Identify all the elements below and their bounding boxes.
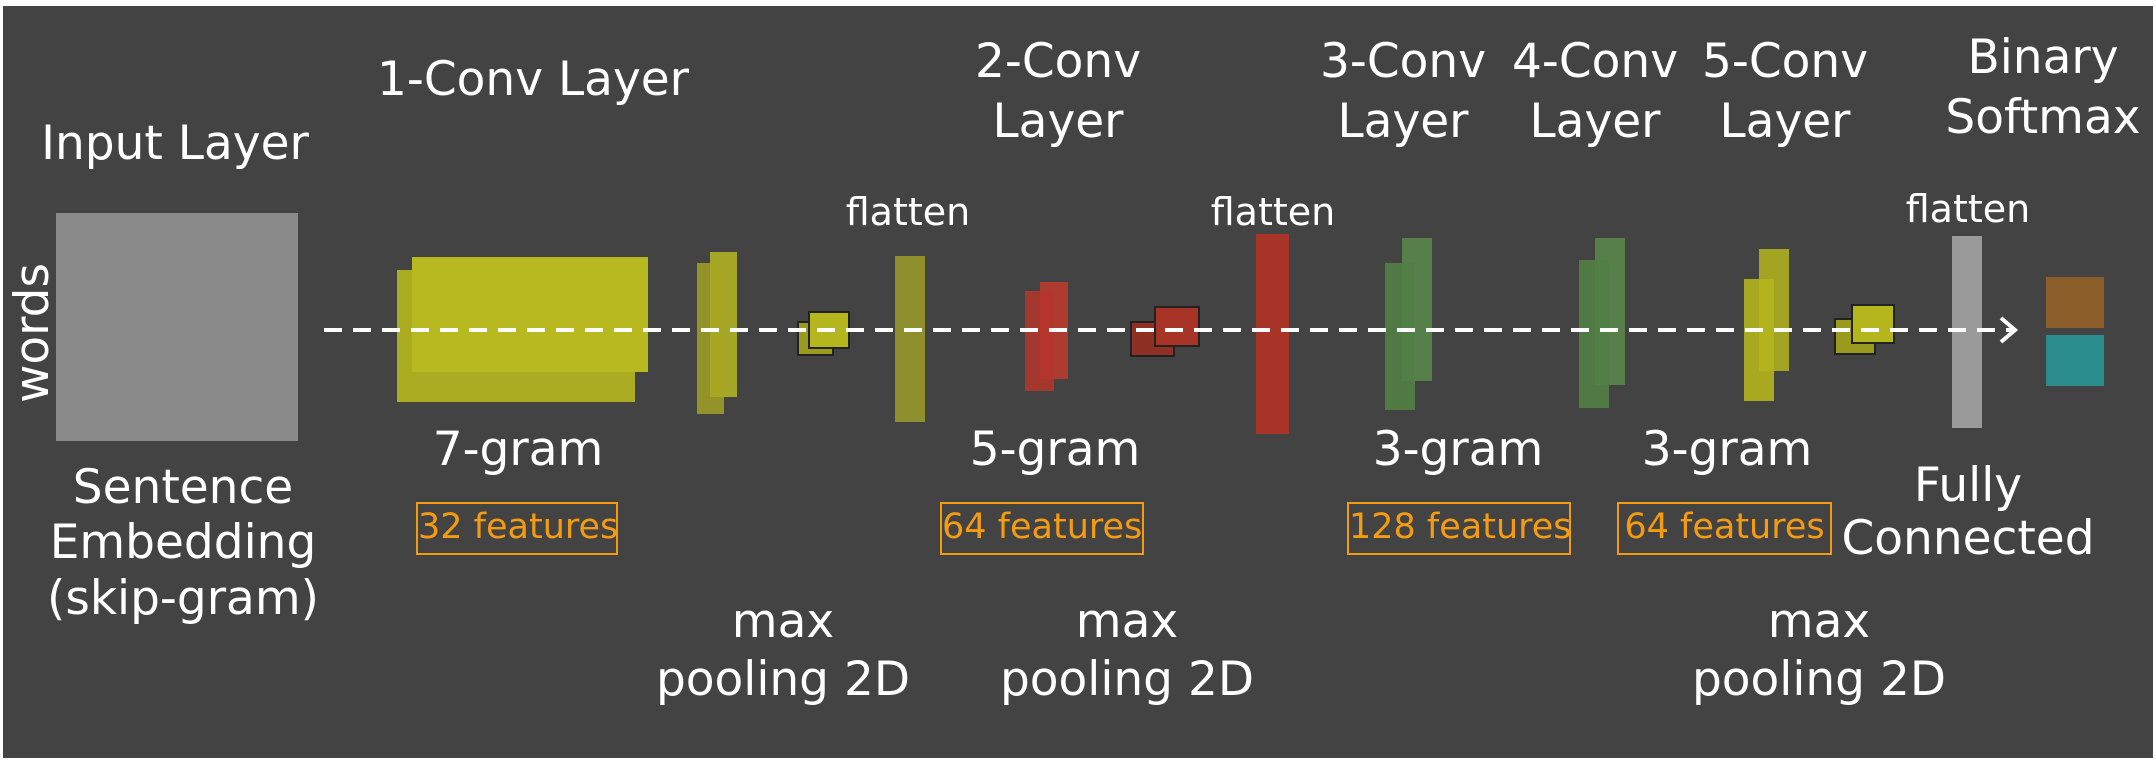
conv2-label-line2: Layer <box>992 93 1124 149</box>
sentence-embedding-line3: (skip-gram) <box>47 570 319 626</box>
softmax-output-1 <box>2046 277 2104 328</box>
softmax-output-2 <box>2046 335 2104 386</box>
input-embedding-block <box>56 213 298 441</box>
softmax-label-line2: Softmax <box>1945 89 2141 145</box>
conv5-label-line2: Layer <box>1719 93 1851 149</box>
gram3a-label: 3-gram <box>1372 422 1544 477</box>
sentence-embedding-line1: Sentence <box>72 460 294 515</box>
pool2-label: max pooling 2D <box>977 593 1277 709</box>
conv1-block-front <box>397 270 635 402</box>
conv5-bar-front <box>1744 279 1774 401</box>
conv2-label: 2-Conv Layer <box>933 32 1183 151</box>
conv3-label-line2: Layer <box>1337 93 1469 149</box>
pool1-label-line1: max <box>731 594 835 649</box>
pool3-label: max pooling 2D <box>1669 593 1969 709</box>
pool3-label-line1: max <box>1767 594 1871 649</box>
fully-connected-label: Fully Connected <box>1838 459 2098 565</box>
flatten2-label: flatten <box>1210 190 1336 234</box>
flatten1-bar <box>895 256 925 422</box>
diagram-graphics <box>56 213 2104 441</box>
softmax-label-line1: Binary <box>1967 30 2119 85</box>
feature-count-box-3: 128 features <box>1347 502 1572 555</box>
conv1-out-bar-2 <box>697 263 724 414</box>
pool2-label-line1: max <box>1075 594 1179 649</box>
flow-arrow-head <box>1999 316 2019 344</box>
conv4-bar-front <box>1579 260 1609 408</box>
conv5-label: 5-Conv Layer <box>1660 32 1910 151</box>
flatten3-label: flatten <box>1905 187 2031 231</box>
pool2-label-line2: pooling 2D <box>999 651 1255 707</box>
fully-connected-line1: Fully <box>1913 458 2023 513</box>
feature-count-box-1: 32 features <box>416 502 618 555</box>
sentence-embedding-label: Sentence Embedding (skip-gram) <box>33 460 333 626</box>
pool3-square-2 <box>1851 304 1895 344</box>
conv2-label-line1: 2-Conv <box>974 34 1142 89</box>
pool1-label-line2: pooling 2D <box>655 651 911 707</box>
gram3b-label: 3-gram <box>1641 422 1813 477</box>
flatten1-label: flatten <box>845 190 971 234</box>
flatten2-bar <box>1256 234 1289 434</box>
words-label: words <box>4 262 60 404</box>
conv2-bar-front <box>1025 291 1054 391</box>
conv4-label-line1: 4-Conv <box>1511 34 1679 89</box>
conv3-label-line1: 3-Conv <box>1319 34 1487 89</box>
gram7-label: 7-gram <box>432 422 604 477</box>
diagram-panel: Input Layer 1-Conv Layer 2-Conv Layer 3-… <box>3 6 2153 758</box>
conv4-label-line2: Layer <box>1529 93 1661 149</box>
feature-count-box-2: 64 features <box>940 502 1144 555</box>
feature-count-box-4: 64 features <box>1617 502 1832 555</box>
gram5-label: 5-gram <box>969 422 1141 477</box>
input-layer-label: Input Layer <box>41 116 309 171</box>
conv3-label: 3-Conv Layer <box>1278 32 1528 151</box>
pool3-label-line2: pooling 2D <box>1691 651 1947 707</box>
sentence-embedding-line2: Embedding <box>49 515 317 571</box>
conv4-label: 4-Conv Layer <box>1470 32 1720 151</box>
fully-connected-line2: Connected <box>1841 511 2095 567</box>
conv5-label-line1: 5-Conv <box>1701 34 1869 89</box>
pool1-label: max pooling 2D <box>633 593 933 709</box>
conv3-bar-front <box>1385 263 1415 410</box>
pool2-square-2 <box>1154 306 1200 347</box>
softmax-label: Binary Softmax <box>1923 28 2153 147</box>
conv1-label: 1-Conv Layer <box>376 52 690 107</box>
